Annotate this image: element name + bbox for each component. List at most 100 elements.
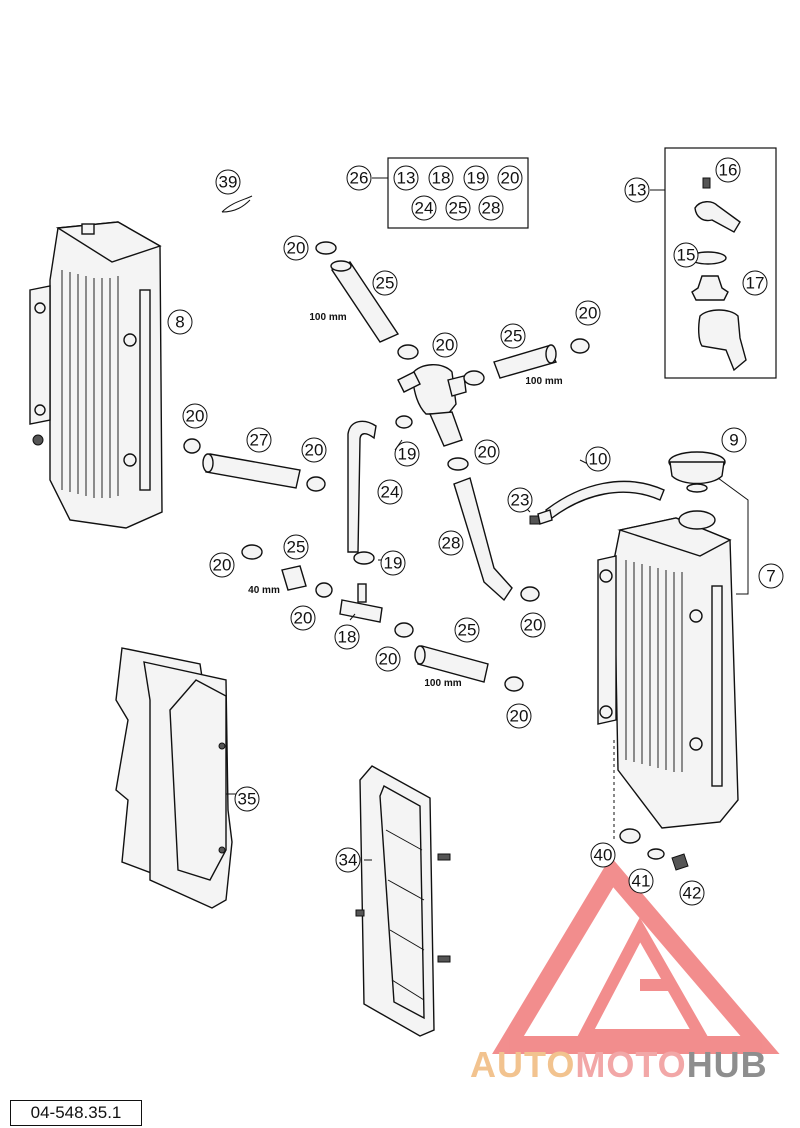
brand-triangle-logo [492, 856, 780, 1054]
callout-24: 24 [377, 479, 403, 505]
brand-part-b: MOTO [575, 1044, 687, 1085]
svg-text:20: 20 [524, 616, 543, 635]
svg-text:28: 28 [442, 534, 461, 553]
callout-23: 23 [507, 487, 533, 513]
hose-clip[interactable] [221, 195, 253, 213]
callout-20d: 20 [182, 403, 208, 429]
callout-20e: 20 [301, 437, 327, 463]
hose-bottom[interactable] [414, 645, 489, 683]
callout-10: 10 [585, 446, 611, 472]
svg-text:42: 42 [683, 884, 702, 903]
callout-19a: 19 [394, 441, 420, 467]
bleed-fitting[interactable] [529, 509, 553, 525]
callout-kit-item-13: 13 [393, 165, 419, 191]
svg-text:15: 15 [677, 246, 696, 265]
callout-20c: 20 [575, 300, 601, 326]
callout-13: 13 [624, 177, 650, 203]
hose-27[interactable] [202, 453, 301, 489]
right-radiator[interactable] [597, 510, 739, 829]
callout-35: 35 [234, 786, 260, 812]
callout-kit-item-24: 24 [411, 195, 437, 221]
hose-right[interactable] [493, 344, 558, 379]
svg-text:13: 13 [397, 169, 416, 188]
svg-text:24: 24 [415, 199, 434, 218]
hose-10[interactable] [545, 480, 665, 519]
measurement-hose-small: 40 mm [248, 585, 280, 596]
svg-text:19: 19 [467, 169, 486, 188]
callout-15: 15 [673, 242, 699, 268]
svg-text:27: 27 [250, 431, 269, 450]
brand-part-c: HUB [686, 1044, 768, 1085]
callout-kit-item-18: 18 [428, 165, 454, 191]
svg-text:20: 20 [305, 441, 324, 460]
callout-40: 40 [590, 842, 616, 868]
thermostat-housing-parts[interactable] [689, 177, 747, 372]
svg-text:8: 8 [175, 313, 184, 332]
callout-16: 16 [715, 157, 741, 183]
callout-20g: 20 [209, 552, 235, 578]
callouts: 39 26 13 18 19 20 24 25 28 13 16 15 17 8… [167, 157, 784, 906]
hose-clamps[interactable] [183, 241, 590, 692]
hose-28[interactable] [453, 477, 513, 602]
callout-9: 9 [721, 427, 747, 453]
callout-25a: 25 [372, 270, 398, 296]
brand-wordmark: AUTOMOTOHUB [470, 1042, 790, 1088]
callout-20k: 20 [506, 703, 532, 729]
callout-kit-item-25: 25 [445, 195, 471, 221]
svg-text:16: 16 [719, 161, 738, 180]
measurement-hose-bottom: 100 mm [424, 678, 461, 689]
callout-27: 27 [246, 427, 272, 453]
svg-text:20: 20 [501, 169, 520, 188]
radiator-grille[interactable] [355, 765, 451, 1037]
svg-text:34: 34 [339, 851, 358, 870]
svg-text:28: 28 [482, 199, 501, 218]
t-connector[interactable] [339, 583, 383, 623]
svg-text:20: 20 [186, 407, 205, 426]
hose-small[interactable] [281, 565, 307, 591]
diagram-reference-number: 04-548.35.1 [10, 1100, 142, 1126]
thermostat-box [664, 147, 777, 379]
svg-text:20: 20 [478, 443, 497, 462]
callout-17: 17 [742, 270, 768, 296]
callout-7: 7 [758, 563, 784, 589]
callout-kit-item-28: 28 [478, 195, 504, 221]
svg-text:25: 25 [504, 327, 523, 346]
svg-text:41: 41 [632, 872, 651, 891]
svg-text:20: 20 [579, 304, 598, 323]
svg-text:35: 35 [238, 790, 257, 809]
callout-34: 34 [335, 847, 361, 873]
svg-text:25: 25 [458, 621, 477, 640]
measurement-hose-right: 100 mm [525, 376, 562, 387]
kit-box [387, 157, 529, 229]
svg-text:18: 18 [338, 628, 357, 647]
svg-text:20: 20 [436, 336, 455, 355]
svg-text:25: 25 [376, 274, 395, 293]
hose-top[interactable] [330, 260, 400, 343]
callout-20f: 20 [474, 439, 500, 465]
callout-25d: 25 [454, 617, 480, 643]
central-housing[interactable] [397, 364, 467, 447]
svg-text:19: 19 [398, 445, 417, 464]
svg-text:17: 17 [746, 274, 765, 293]
svg-text:39: 39 [219, 173, 238, 192]
mounting-hardware[interactable] [619, 828, 689, 871]
measurement-hose-top: 100 mm [309, 312, 346, 323]
callout-20i: 20 [375, 646, 401, 672]
callout-20j: 20 [520, 612, 546, 638]
svg-text:20: 20 [379, 650, 398, 669]
callout-39: 39 [215, 169, 241, 195]
svg-text:10: 10 [589, 450, 608, 469]
radiator-spoiler[interactable] [115, 647, 233, 909]
callout-26: 26 [346, 165, 372, 191]
svg-text:20: 20 [510, 707, 529, 726]
radiator-cap[interactable] [668, 451, 726, 493]
callout-kit-item-19: 19 [463, 165, 489, 191]
svg-text:40: 40 [594, 846, 613, 865]
left-radiator[interactable] [29, 221, 163, 529]
callout-19b: 19 [380, 550, 406, 576]
hose-24[interactable] [347, 420, 377, 553]
svg-text:25: 25 [449, 199, 468, 218]
callout-25b: 25 [500, 323, 526, 349]
callout-20a: 20 [283, 235, 309, 261]
svg-text:23: 23 [511, 491, 530, 510]
